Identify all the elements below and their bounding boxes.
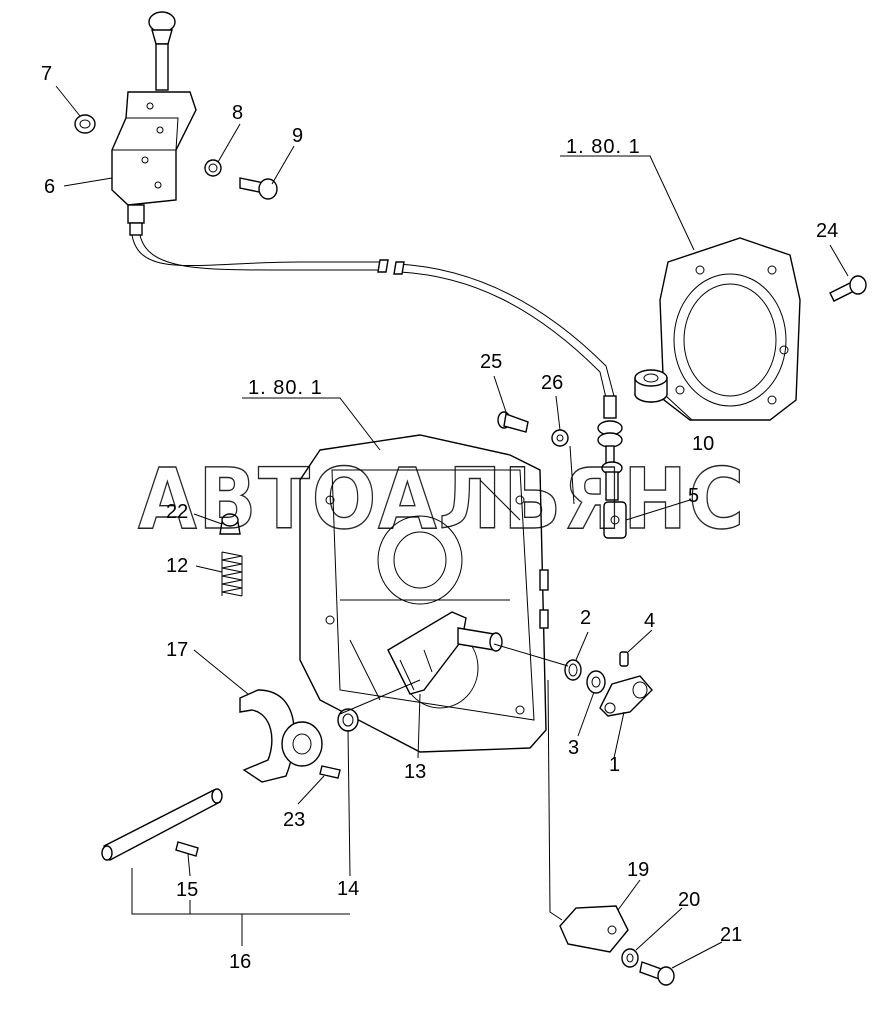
pin-23	[319, 765, 341, 779]
selector-lever-13	[387, 611, 503, 695]
washer-26	[551, 429, 569, 447]
pin-4	[619, 651, 629, 667]
washer-14	[337, 708, 359, 732]
selector-fork-17	[239, 689, 323, 783]
spring-12	[221, 551, 243, 597]
cable-end-fitting	[597, 395, 623, 501]
callout-19: 19	[627, 859, 649, 881]
callout-7: 7	[41, 63, 52, 85]
cover-plate	[659, 237, 801, 421]
callout-9: 9	[292, 125, 303, 147]
callout-17: 17	[166, 639, 188, 661]
transmission-housing	[299, 434, 549, 753]
selector-rod-16	[101, 788, 223, 861]
leader-lines	[55, 85, 849, 969]
watermark-text: АВТОАЛЬЯНС	[138, 450, 746, 548]
control-cable	[131, 234, 615, 399]
callout-1: 1	[609, 754, 620, 776]
bracket-19	[559, 905, 629, 953]
callout-13: 13	[404, 761, 426, 783]
bolt-21	[639, 961, 675, 986]
callout-12: 12	[166, 555, 188, 577]
pin-15	[175, 841, 199, 857]
callout-2: 2	[580, 607, 591, 629]
bolt-9	[239, 177, 278, 200]
callout-24: 24	[816, 220, 838, 242]
bolt-25	[497, 411, 529, 433]
callout-3: 3	[568, 737, 579, 759]
bolt-24	[829, 275, 867, 302]
nut-8	[204, 159, 222, 177]
callout-16: 16	[229, 951, 251, 973]
washer-20	[621, 948, 639, 968]
reference-label-top: 1. 80. 1	[566, 136, 641, 158]
callout-22: 22	[166, 501, 188, 523]
o-ring-2	[564, 659, 582, 681]
bushing-3	[586, 670, 606, 694]
callout-8: 8	[232, 102, 243, 124]
callout-23: 23	[283, 809, 305, 831]
plug-22	[219, 513, 241, 535]
reference-label-housing: 1. 80. 1	[248, 377, 323, 399]
callout-10: 10	[692, 433, 714, 455]
callout-6: 6	[44, 176, 55, 198]
callout-20: 20	[678, 889, 700, 911]
callout-21: 21	[720, 924, 742, 946]
callout-4: 4	[644, 610, 655, 632]
callout-26: 26	[541, 372, 563, 394]
nut-7	[74, 114, 96, 134]
seal-10	[634, 369, 668, 403]
control-lever-housing	[111, 11, 197, 236]
callout-5: 5	[688, 485, 699, 507]
callout-25: 25	[480, 351, 502, 373]
callout-14: 14	[337, 878, 359, 900]
lever-1	[599, 675, 653, 717]
callout-15: 15	[176, 879, 198, 901]
